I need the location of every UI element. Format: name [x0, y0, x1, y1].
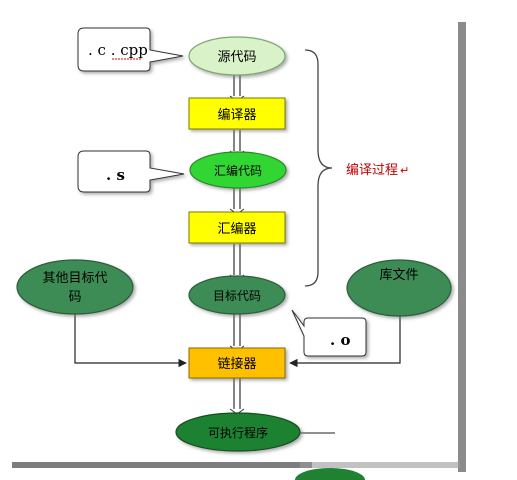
- source-code-label: 源代码: [217, 50, 256, 65]
- linker-node: [188, 347, 286, 379]
- other-objects-to-linker-arrow: [74, 313, 187, 368]
- library-files-label: 库文件: [379, 267, 418, 283]
- assembler-label: 汇编器: [217, 222, 256, 237]
- paragraph-mark: ↵: [400, 164, 409, 177]
- other-object-code-node: [16, 259, 134, 315]
- executable-node: [175, 412, 301, 452]
- library-files-node: [346, 259, 452, 317]
- compiler-node: [188, 97, 286, 130]
- flow-connectors: [233, 74, 241, 410]
- page-shadow-bottom-fade: [300, 462, 460, 468]
- other-object-code-label-1: 其他目标代: [42, 271, 107, 286]
- callout-s-text: . s: [106, 166, 125, 184]
- library-to-linker-arrow: [289, 316, 401, 368]
- callout-object-ext: [291, 309, 367, 357]
- callout-o-text: . o: [330, 331, 350, 349]
- callout-source-ext: [77, 27, 184, 72]
- callout-c-cpp-text: . c . cpp: [88, 41, 148, 59]
- assembler-node: [188, 211, 286, 244]
- callout-assembly-ext: [77, 150, 185, 193]
- assembly-code-node: [189, 151, 287, 189]
- compile-process-label: 编译过程: [346, 163, 398, 178]
- page-shadow-right: [458, 22, 466, 472]
- other-object-code-label-2: 码: [68, 290, 81, 305]
- compile-process-brace: [304, 49, 333, 287]
- executable-label: 可执行程序: [208, 425, 268, 440]
- object-code-label: 目标代码: [213, 289, 261, 303]
- compiler-label: 编译器: [217, 108, 256, 123]
- linker-label: 链接器: [217, 356, 256, 372]
- assembly-code-label: 汇编代码: [214, 163, 262, 178]
- page-shadow-bottom: [12, 462, 312, 468]
- partial-shape-bottom: [295, 468, 365, 480]
- object-code-node: [188, 275, 286, 315]
- source-code-node: [188, 36, 286, 76]
